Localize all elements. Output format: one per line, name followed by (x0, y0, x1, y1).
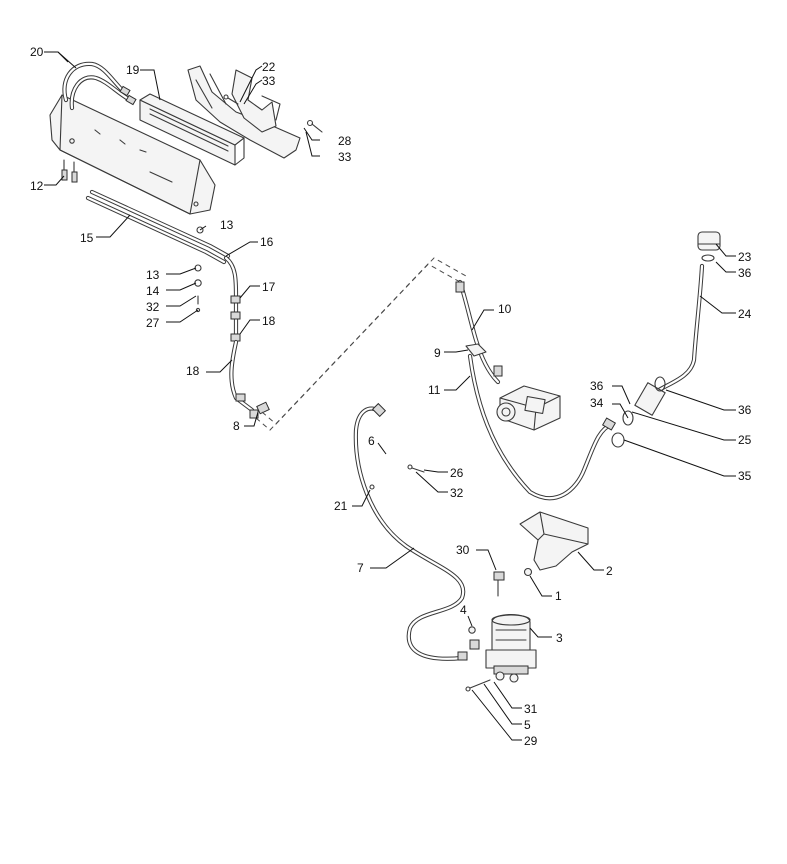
bolt-set-3 (465, 679, 491, 692)
hose-20 (62, 61, 137, 111)
callout-35: 35 (738, 469, 752, 483)
phantom-routing (255, 257, 467, 431)
callout-20: 20 (30, 45, 44, 59)
callout-30: 30 (456, 543, 470, 557)
callout-32: 32 (450, 486, 464, 500)
cooler-block (139, 93, 245, 166)
bracket-2 (519, 511, 589, 571)
callout-36: 36 (738, 266, 752, 280)
fitting-4 (468, 626, 480, 650)
callout-33: 33 (262, 74, 276, 88)
callout-26: 26 (450, 466, 464, 480)
callout-24: 24 (738, 307, 752, 321)
bolt-set (223, 94, 323, 133)
fittings-12 (61, 159, 78, 183)
callout-21: 21 (334, 499, 348, 513)
callout-14: 14 (146, 284, 160, 298)
leader-lines (44, 51, 736, 741)
nut-1 (523, 567, 533, 577)
fuel-filter-3 (485, 613, 537, 683)
callout-18: 18 (186, 364, 200, 378)
hose-10 (455, 279, 503, 385)
callout-18: 18 (262, 314, 276, 328)
mounting-bracket (49, 94, 216, 215)
callout-17: 17 (262, 280, 276, 294)
callout-36: 36 (590, 379, 604, 393)
bolt-set-2 (369, 464, 425, 490)
filler-tube-24 (647, 231, 721, 399)
callout-22: 22 (262, 60, 276, 74)
hose-18 (229, 339, 270, 419)
callout-6: 6 (368, 434, 375, 448)
callout-12: 12 (30, 179, 44, 193)
callout-9: 9 (434, 346, 441, 360)
callout-13: 13 (146, 268, 160, 282)
hose-15 (85, 189, 231, 265)
pipe-16 (223, 255, 241, 342)
callout-13: 13 (220, 218, 234, 232)
bracket-9 (465, 343, 487, 357)
callout-15: 15 (80, 231, 94, 245)
callout-25: 25 (738, 433, 752, 447)
shroud-panel (187, 65, 301, 159)
callout-7: 7 (357, 561, 364, 575)
callout-31: 31 (524, 702, 538, 716)
callout-4: 4 (460, 603, 467, 617)
callout-28: 28 (338, 134, 352, 148)
callout-11: 11 (428, 383, 441, 397)
clamp-fittings (601, 376, 666, 448)
callout-8: 8 (233, 419, 240, 433)
callout-19: 19 (126, 63, 140, 77)
hose-6-7 (353, 402, 468, 661)
callout-labels: 20 19 22 33 28 33 12 15 13 16 13 14 32 2… (30, 45, 752, 748)
callout-10: 10 (498, 302, 512, 316)
callout-16: 16 (260, 235, 274, 249)
hose-11 (467, 353, 615, 501)
callout-27: 27 (146, 316, 160, 330)
callout-1: 1 (555, 589, 562, 603)
callout-33: 33 (338, 150, 352, 164)
callout-34: 34 (590, 396, 604, 410)
callout-2: 2 (606, 564, 613, 578)
fitting-30 (493, 571, 505, 597)
callout-29: 29 (524, 734, 538, 748)
callout-23: 23 (738, 250, 752, 264)
callout-3: 3 (556, 631, 563, 645)
callout-32: 32 (146, 300, 160, 314)
callout-36: 36 (738, 403, 752, 417)
valve-block (496, 385, 561, 431)
callout-5: 5 (524, 718, 531, 732)
